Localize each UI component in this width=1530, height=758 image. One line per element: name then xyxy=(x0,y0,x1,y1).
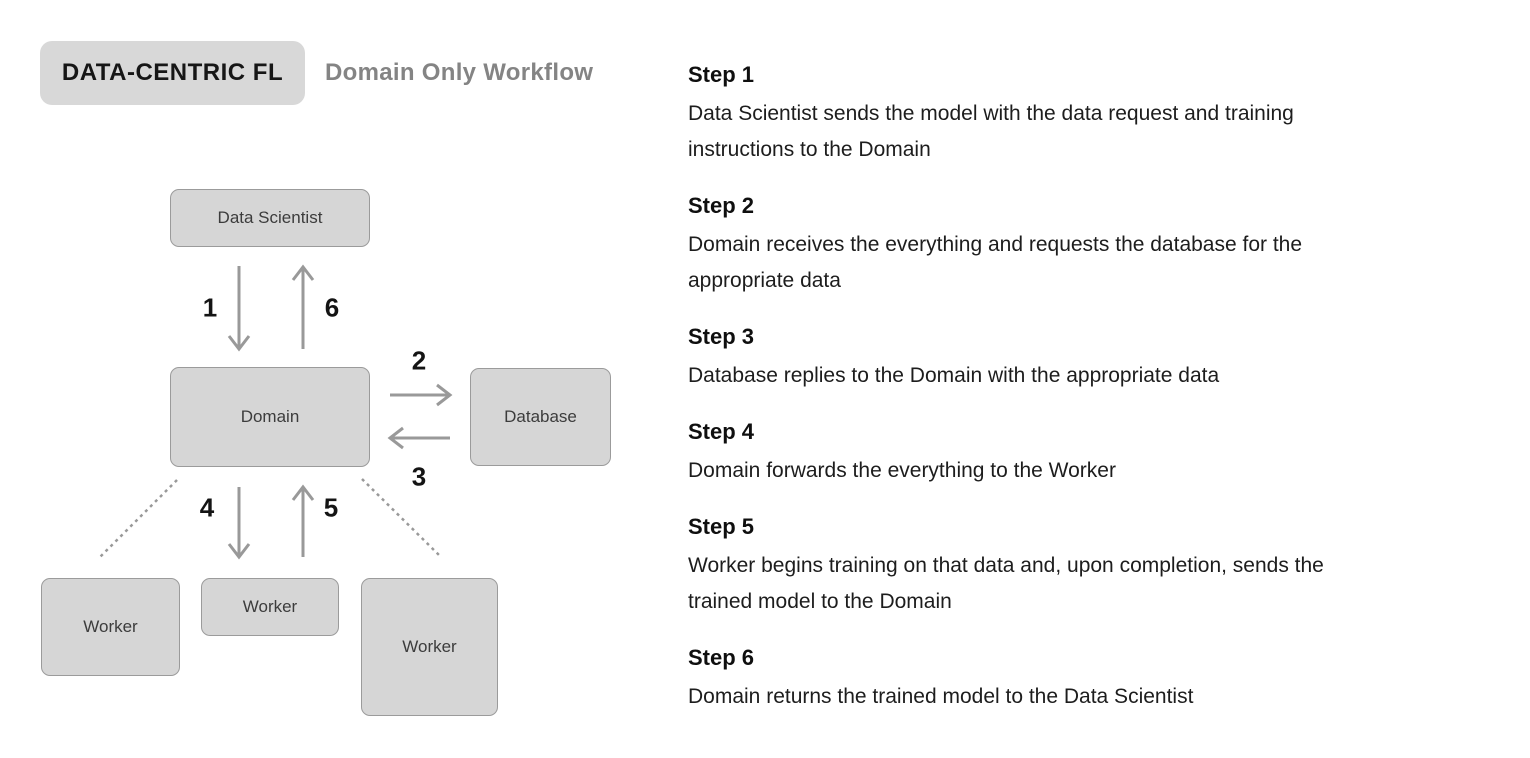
workflow-diagram: Data Scientist Domain Database Worker Wo… xyxy=(0,0,660,758)
node-worker-middle: Worker xyxy=(201,578,339,636)
step-2: Step 2 Domain receives the everything an… xyxy=(688,191,1388,299)
arrow-label-1: 1 xyxy=(202,292,218,323)
arrow-2-head xyxy=(436,383,453,407)
node-domain: Domain xyxy=(170,367,370,467)
step-1-text: Data Scientist sends the model with the … xyxy=(688,102,1294,161)
arrow-4-head xyxy=(227,543,251,560)
arrow-3-head xyxy=(387,426,404,450)
step-3-text: Database replies to the Domain with the … xyxy=(688,364,1220,387)
step-6-title: Step 6 xyxy=(688,645,755,670)
arrow-label-4: 4 xyxy=(199,492,215,523)
step-2-text: Domain receives the everything and reque… xyxy=(688,233,1303,292)
step-4-title: Step 4 xyxy=(688,419,755,444)
arrow-label-3: 3 xyxy=(411,461,427,492)
arrow-6-head xyxy=(291,264,315,281)
arrows-layer xyxy=(99,264,453,560)
node-data-scientist: Data Scientist xyxy=(170,189,370,247)
steps-panel: Step 1 Data Scientist sends the model wi… xyxy=(688,60,1388,738)
dotted-connector-right xyxy=(361,478,441,557)
node-data-scientist-label: Data Scientist xyxy=(217,208,323,227)
step-4: Step 4 Domain forwards the everything to… xyxy=(688,417,1388,489)
dotted-connector-left xyxy=(99,479,178,558)
step-5-text: Worker begins training on that data and,… xyxy=(688,554,1324,613)
node-domain-label: Domain xyxy=(240,407,300,426)
step-1: Step 1 Data Scientist sends the model wi… xyxy=(688,60,1388,168)
node-database: Database xyxy=(470,368,611,466)
node-worker-right-label: Worker xyxy=(402,637,457,656)
arrow-1-head xyxy=(227,335,251,352)
node-worker-left: Worker xyxy=(41,578,180,676)
step-2-title: Step 2 xyxy=(688,193,755,218)
workflow-subtitle: Domain Only Workflow xyxy=(325,41,593,105)
step-5-title: Step 5 xyxy=(688,514,755,539)
node-worker-right: Worker xyxy=(361,578,498,716)
arrow-5-head xyxy=(291,484,315,501)
data-centric-fl-badge: DATA-CENTRIC FL xyxy=(40,41,305,105)
node-database-label: Database xyxy=(504,407,577,426)
arrow-label-6: 6 xyxy=(324,292,340,323)
step-6-text: Domain returns the trained model to the … xyxy=(688,685,1194,708)
badge-label: DATA-CENTRIC FL xyxy=(61,59,284,86)
node-worker-left-label: Worker xyxy=(83,617,138,636)
arrow-label-5: 5 xyxy=(323,492,339,523)
step-6: Step 6 Domain returns the trained model … xyxy=(688,643,1388,715)
arrow-label-2: 2 xyxy=(411,345,427,376)
step-4-text: Domain forwards the everything to the Wo… xyxy=(688,459,1116,482)
step-1-title: Step 1 xyxy=(688,62,755,87)
step-3: Step 3 Database replies to the Domain wi… xyxy=(688,322,1388,394)
subtitle-label: Domain Only Workflow xyxy=(325,59,594,86)
node-worker-middle-label: Worker xyxy=(242,597,298,616)
step-3-title: Step 3 xyxy=(688,324,755,349)
step-5: Step 5 Worker begins training on that da… xyxy=(688,512,1388,620)
